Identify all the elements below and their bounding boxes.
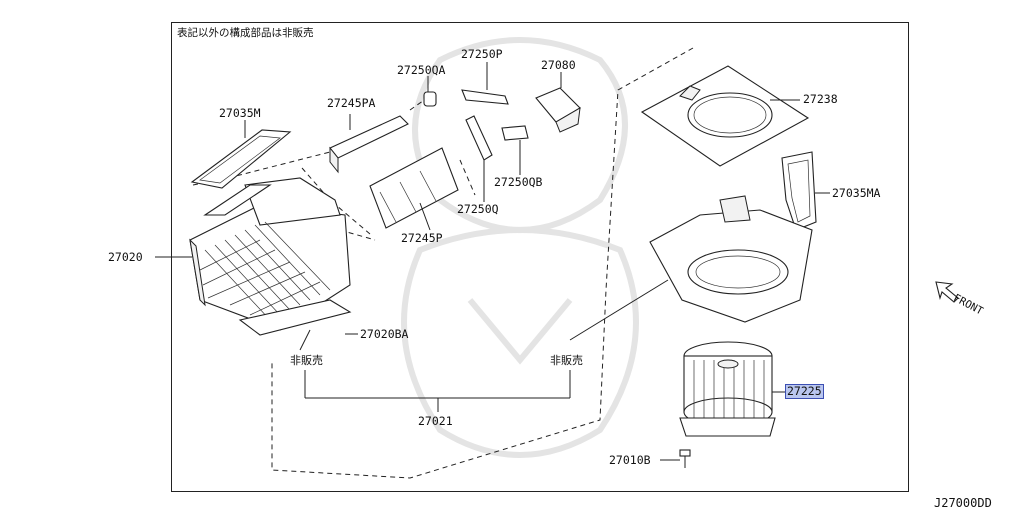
filter-27245PA bbox=[329, 115, 409, 174]
blower-housing bbox=[649, 195, 813, 323]
diagram-frame bbox=[171, 22, 909, 492]
bracket-27250P bbox=[461, 89, 509, 105]
not-sold-label-left: 非販売 bbox=[290, 354, 323, 367]
part-label-27080[interactable]: 27080 bbox=[541, 58, 576, 72]
part-label-27020BA[interactable]: 27020BA bbox=[360, 327, 409, 341]
part-label-27238[interactable]: 27238 bbox=[803, 92, 838, 106]
lever-27250Q bbox=[465, 115, 493, 161]
diagram-code: J27000DD bbox=[934, 496, 992, 510]
not-sold-label-right: 非販売 bbox=[550, 354, 583, 367]
gasket-27035MA bbox=[781, 151, 817, 231]
part-label-27035MA[interactable]: 27035MA bbox=[832, 186, 881, 200]
part-label-27245PA[interactable]: 27245PA bbox=[327, 96, 376, 110]
part-label-27021[interactable]: 27021 bbox=[418, 414, 453, 428]
leader-lines bbox=[155, 62, 830, 461]
part-label-27020[interactable]: 27020 bbox=[108, 250, 143, 264]
part-label-27225-highlighted[interactable]: 27225 bbox=[785, 384, 824, 399]
unit-case-27020 bbox=[189, 177, 352, 336]
blower-fan-27225 bbox=[679, 341, 776, 437]
part-label-27035M[interactable]: 27035M bbox=[219, 106, 261, 120]
bracket-27250QB bbox=[501, 125, 529, 141]
bracket-27250QA bbox=[423, 91, 437, 107]
actuator-27080 bbox=[535, 87, 581, 133]
not-sold-note: 表記以外の構成部品は非販売 bbox=[177, 27, 314, 39]
cover-27238 bbox=[640, 65, 810, 167]
screw-27010B bbox=[679, 449, 691, 468]
filter-27245P bbox=[369, 147, 459, 229]
part-label-27250Q[interactable]: 27250Q bbox=[457, 202, 499, 216]
front-arrow-icon bbox=[935, 281, 959, 303]
part-label-27250P[interactable]: 27250P bbox=[461, 47, 503, 61]
part-label-27010B[interactable]: 27010B bbox=[609, 453, 651, 467]
gasket-27035M bbox=[190, 129, 292, 189]
part-label-27250QA[interactable]: 27250QA bbox=[397, 63, 446, 77]
part-label-27250QB[interactable]: 27250QB bbox=[494, 175, 543, 189]
part-label-27245P[interactable]: 27245P bbox=[401, 231, 443, 245]
